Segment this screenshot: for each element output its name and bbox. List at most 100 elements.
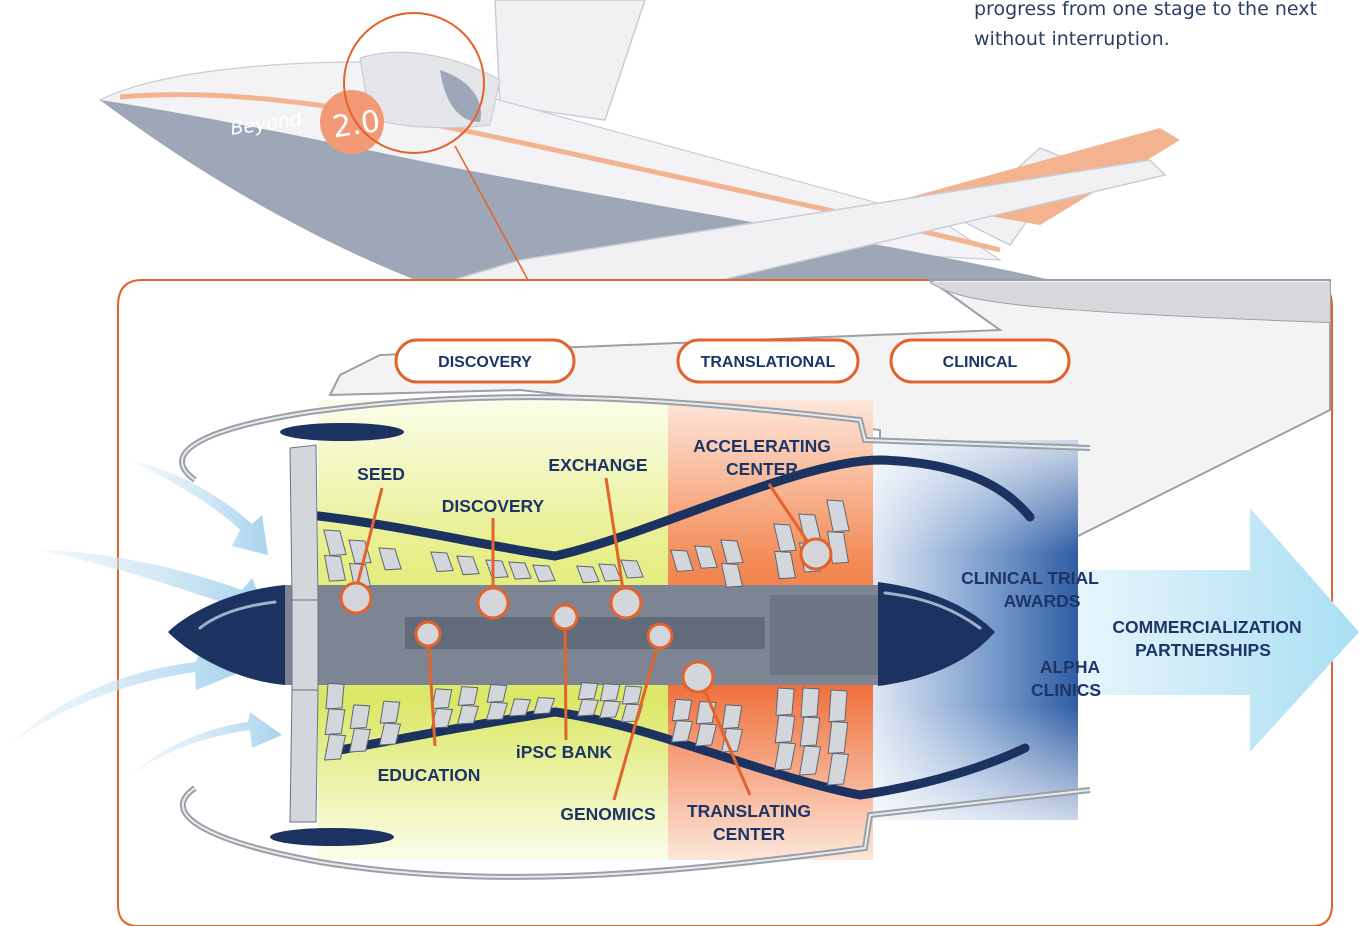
program-labels: SEED DISCOVERY EXCHANGE ACCELERATING CEN… (357, 436, 1301, 844)
label-alpha-1: ALPHA (1040, 657, 1101, 677)
fan-blades (289, 444, 319, 823)
compressor-blade (485, 559, 509, 579)
compressor-blade (508, 561, 532, 580)
callout-markers (339, 537, 833, 694)
label-accelerating-2: CENTER (726, 459, 798, 479)
compressor-blade (577, 682, 599, 700)
compressor-blade (378, 722, 402, 746)
compressor-blade (323, 529, 347, 557)
intro-text: progress from one stage to the next with… (974, 0, 1359, 54)
label-seed: SEED (357, 464, 405, 484)
compressor-blade (532, 696, 556, 715)
compressor-blade (457, 686, 479, 706)
stage-clinical-label: CLINICAL (943, 354, 1018, 371)
compressor-blade (508, 698, 532, 717)
stage-translational-pill: TRANSLATIONAL (676, 338, 860, 384)
compressor-blade (775, 687, 795, 716)
label-education: EDUCATION (378, 765, 481, 785)
compressor-blade (671, 698, 693, 722)
label-alpha-2: CLINICS (1031, 680, 1101, 700)
compressor-blade (323, 555, 347, 582)
compressor-blade (773, 742, 797, 771)
compressor-blade (799, 716, 821, 747)
marker-accelerating (799, 537, 833, 571)
cowl-lip-top (280, 423, 404, 441)
nose-cone (168, 585, 285, 685)
compressor-blade (720, 727, 744, 753)
marker-seed (339, 581, 373, 615)
compressor-blade (827, 721, 849, 754)
compressor-blade (378, 547, 402, 571)
compressor-blade (456, 704, 480, 725)
magnifier-connector (454, 145, 529, 281)
compressor-blade (431, 688, 453, 709)
label-exchange: EXCHANGE (548, 455, 647, 475)
compressor-blade (324, 708, 346, 735)
compressor-blade (694, 545, 718, 569)
compressor-blade (828, 689, 848, 723)
intro-line-2: without interruption. (974, 28, 1170, 50)
label-ipsc-bank: iPSC BANK (516, 742, 613, 762)
compressor-blade (486, 683, 508, 703)
compressor-blade (670, 549, 694, 572)
compressor-blade (430, 551, 454, 573)
label-discovery: DISCOVERY (442, 496, 545, 516)
stage-discovery-label: DISCOVERY (438, 354, 532, 371)
magnifier-circle (343, 12, 485, 154)
commercialization-arrow (1078, 508, 1359, 752)
compressor-blade (720, 539, 744, 565)
callout-lines (354, 477, 814, 801)
compressor-blade (323, 733, 347, 761)
compressor-blade (349, 704, 371, 729)
logo-number: 2.0 (330, 104, 382, 145)
stage-clinical-pill: CLINICAL (889, 338, 1071, 384)
cowl-lip-bottom (270, 828, 394, 846)
compressor-blade (485, 701, 509, 721)
compressor-blade (826, 499, 850, 533)
marker-ipsc (551, 603, 579, 631)
label-translating-1: TRANSLATING (687, 801, 811, 821)
compressor-blade (532, 564, 556, 583)
inner-duct-top (305, 455, 1035, 561)
marker-genomics (646, 622, 674, 650)
label-clinical-trial-2: AWARDS (1004, 591, 1081, 611)
tail-cone (878, 582, 995, 686)
compressor-blade (773, 523, 797, 552)
compressor-blade (620, 559, 644, 579)
label-translating-2: CENTER (713, 824, 785, 844)
label-accelerating-1: ACCELERATING (693, 436, 831, 456)
compressor-blade (774, 714, 796, 744)
compressor-blade (721, 704, 743, 729)
compressor-blade (576, 565, 600, 584)
compressor-blade (348, 727, 372, 753)
inner-duct-bottom (325, 707, 1030, 800)
compressor-blades (323, 499, 850, 786)
compressor-blade (576, 698, 600, 717)
airplane-illustration: Beyond 2.0 (98, 0, 1180, 300)
compressor-blade (325, 682, 345, 710)
compressor-blade (599, 683, 621, 702)
stage-translational-label: TRANSLATIONAL (701, 354, 836, 371)
compressor-blade (800, 687, 820, 718)
marker-translating (681, 660, 715, 694)
marker-education (414, 620, 442, 648)
label-commercialization-1: COMMERCIALIZATION (1112, 617, 1301, 637)
compressor-blade (798, 745, 822, 776)
label-genomics: GENOMICS (560, 804, 655, 824)
compressor-blade (379, 700, 401, 724)
compressor-blade (598, 700, 622, 719)
label-commercialization-2: PARTNERSHIPS (1135, 640, 1271, 660)
compressor-blade (670, 720, 694, 743)
compressor-blade (826, 752, 850, 786)
intro-line-1: progress from one stage to the next (974, 0, 1317, 20)
compressor-blade (456, 555, 480, 576)
compressor-blade (773, 550, 797, 580)
label-clinical-trial-1: CLINICAL TRIAL (961, 568, 1099, 588)
compressor-blade (720, 563, 744, 588)
stage-discovery-pill: DISCOVERY (394, 338, 576, 384)
compressor-blade (694, 723, 718, 747)
compressor-blade (621, 685, 643, 705)
marker-discovery (476, 586, 510, 620)
marker-exchange (609, 586, 643, 620)
